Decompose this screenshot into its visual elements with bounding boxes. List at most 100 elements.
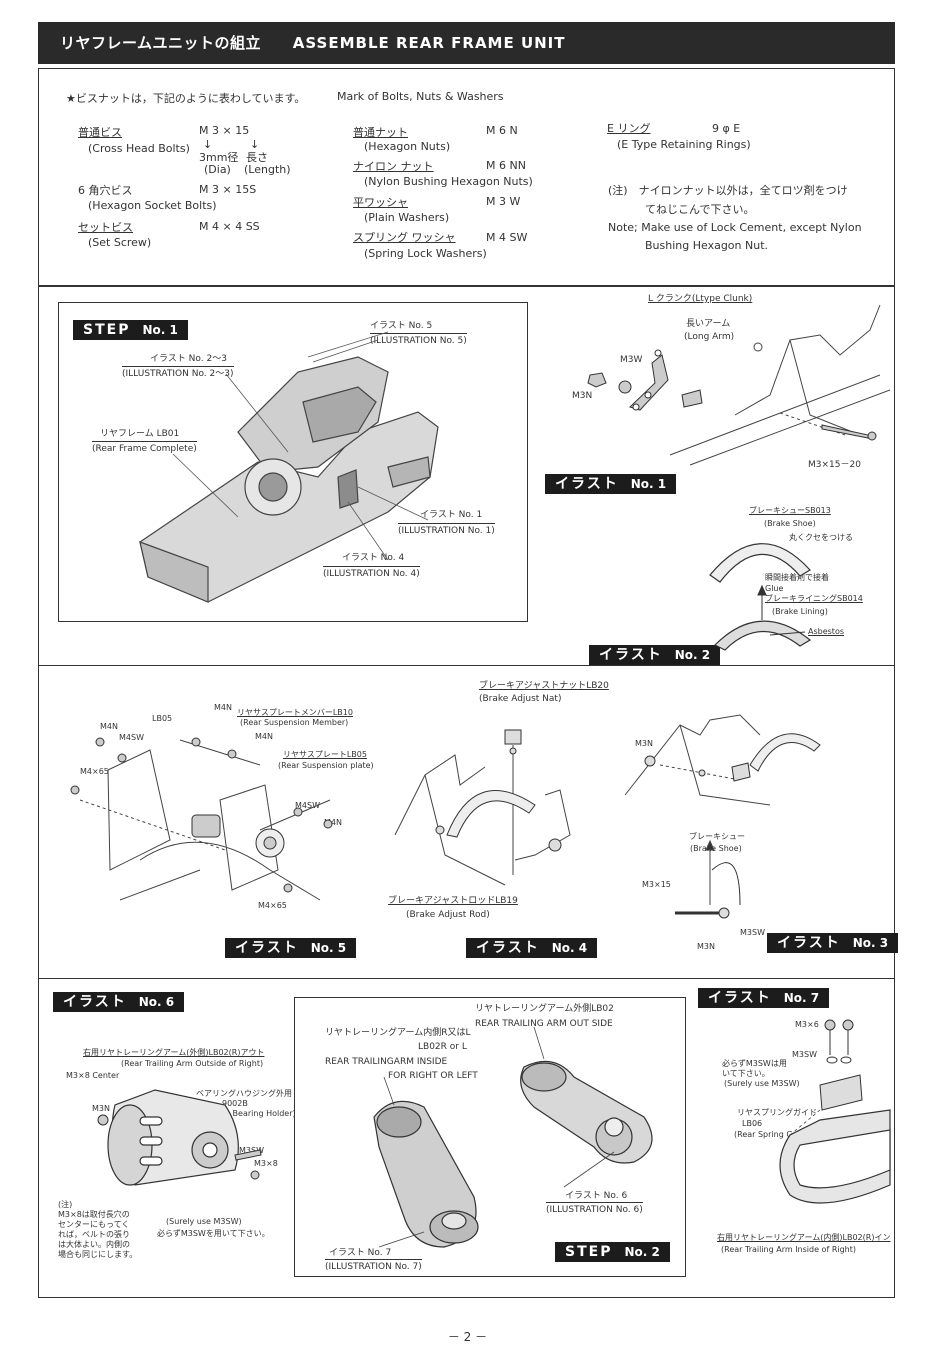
step1-frame-en: (Rear Frame Complete) (92, 441, 197, 455)
legend-note-en-2: Bushing Hexagon Nut. (645, 239, 769, 252)
ill4-rod-en: (Brake Adjust Rod) (406, 910, 490, 920)
legend-set-screw-en: (Set Screw) (88, 236, 152, 249)
l-crank-drawing (587, 304, 891, 466)
ill6-note-3: センターにもってく (58, 1220, 130, 1229)
legend-dia-en: (Dia) (204, 163, 231, 176)
ill5-lb05: LB05 (152, 714, 173, 723)
step1-ill23-en: (ILLUSTRATION No. 2～3) (122, 366, 234, 380)
legend-hex-nut-code: M 6 N (486, 124, 518, 137)
legend-plain-washer-en: (Plain Washers) (364, 211, 450, 224)
ill5-m4n-d: M4N (324, 818, 342, 827)
ill4-nut-en: (Brake Adjust Nat) (479, 694, 562, 704)
legend-note-ja-1: (注) ナイロンナット以外は，全てロツ剤をつけ (608, 184, 848, 197)
legend-hex-socket-en: (Hexagon Socket Bolts) (88, 199, 217, 212)
legend-cross-head-code: M 3 × 15 (199, 124, 250, 137)
divider (38, 665, 895, 666)
ill2-shoe-en: (Brake Shoe) (764, 519, 816, 528)
ill7-surely-ja-1: 必らずM3SWは用 (722, 1059, 787, 1068)
trailing-arm-drawing (373, 1026, 653, 1248)
step1-ill1-ja: イラスト No. 1 (420, 510, 483, 520)
ill2-lining-en: (Brake Lining) (772, 607, 828, 616)
ill6-surely-ja: 必らずM3SWを用いて下さい。 (157, 1229, 270, 1238)
brake-shoe-drawing (709, 543, 812, 651)
ill5-member-ja: リヤサスプレートメンバーLB10 (237, 708, 353, 717)
step1-ill4-en: (ILLUSTRATION No. 4) (323, 566, 420, 580)
ill6-arm-ja: 右用リヤトレーリングアーム(外側)LB02(R)アウト (83, 1048, 265, 1057)
step1-ill4-ja: イラスト No. 4 (342, 553, 405, 563)
outside-arm-drawing (97, 1089, 262, 1186)
ill6-m3sw: M3SW (239, 1146, 264, 1155)
legend-set-screw-ja: セットビス (78, 221, 133, 234)
divider (38, 978, 895, 979)
ill3-m3sw: M3SW (740, 928, 765, 937)
ill3-m3n-a: M3N (635, 739, 653, 748)
ill7-guide-ja: リヤスプリングガイド (737, 1108, 817, 1117)
legend-note-ja-2: てねじこんで下さい。 (645, 203, 755, 216)
step2-out-en: REAR TRAILING ARM OUT SIDE (475, 1019, 613, 1029)
ill5-m4n-a: M4N (100, 722, 118, 731)
title-ja: リヤフレームユニットの組立 (60, 34, 262, 52)
ill5-m4n-b: M4N (214, 703, 232, 712)
legend-set-screw-code: M 4 × 4 SS (199, 220, 260, 233)
ill2-lining-ja: ブレーキライニングSB014 (765, 594, 863, 603)
legend-e-ring-ja: E リング (607, 122, 651, 135)
ill3-m3n-b: M3N (697, 942, 715, 951)
ill6-bearing-code: 9002B (222, 1099, 248, 1108)
step2-in-code: LB02R or L (418, 1042, 467, 1052)
ill2-bend-ja: 丸くクセをつける (789, 533, 853, 542)
ill6-note-2: M3×8は取付長穴の (58, 1210, 130, 1219)
ill6-note-1: (注) (58, 1200, 73, 1209)
main-frame (38, 286, 895, 1298)
legend-spring-washer-en: (Spring Lock Washers) (364, 247, 487, 260)
ill3-shoe-en: (Brake Shoe) (690, 844, 742, 853)
step2-ill7-ja: イラスト No. 7 (329, 1248, 392, 1258)
suspension-plate-drawing (70, 737, 333, 901)
ill5-m4x65-a: M4×65 (80, 767, 109, 776)
step2-out-ja: リヤトレーリングアーム外側LB02 (475, 1004, 614, 1014)
ill7-surely-ja-2: いて下さい。 (722, 1069, 770, 1078)
step1-ill23-ja: イラスト No. 2～3 (150, 354, 227, 364)
step1-box (58, 302, 528, 622)
legend-hex-socket-ja: 6 角穴ビス (78, 184, 133, 197)
ill7-m3sw: M3SW (792, 1050, 817, 1059)
ill5-m4sw-b: M4SW (295, 801, 320, 810)
legend-cross-head-ja: 普通ビス (78, 126, 122, 139)
ill7-guide-en: (Rear Spring Guide) (734, 1130, 813, 1139)
ill5-plate-en: (Rear Suspension plate) (278, 761, 374, 770)
arrow-down-icon: ↓ (203, 138, 213, 151)
step1-ill5-ja: イラスト No. 5 (370, 321, 433, 331)
ill1-m3w: M3W (620, 355, 643, 365)
step2-in-en-1: REAR TRAILINGARM INSIDE (325, 1057, 448, 1067)
brake-shoe-mount-drawing (624, 714, 821, 919)
step2-ill6-en: (ILLUSTRATION No. 6) (546, 1202, 643, 1216)
ill6-arm-en: (Rear Trailing Arm Outside of Right) (121, 1059, 264, 1068)
legend-hex-nut-en: (Hexagon Nuts) (364, 140, 451, 153)
ill2-glue-en: Glue (765, 584, 784, 593)
ill2-shoe-ja: ブレーキシューSB013 (749, 506, 831, 515)
ill1-m3n: M3N (572, 391, 593, 401)
legend-spring-washer-code: M 4 SW (486, 231, 528, 244)
legend-spring-washer-ja: スプリング ワッシャ (353, 231, 456, 244)
ill4-rod-ja: ブレーキアジャストロッドLB19 (388, 896, 518, 906)
legend-len-ja: 長さ (246, 151, 268, 164)
ill6-m3n: M3N (92, 1104, 110, 1113)
legend-nylon-nut-code: M 6 NN (486, 159, 526, 172)
ill7-arm-en: (Rear Trailing Arm Inside of Right) (721, 1245, 856, 1254)
legend-plain-washer-ja: 平ワッシャ (353, 196, 408, 209)
ill7-surely-en: (Surely use M3SW) (724, 1079, 800, 1088)
ill6-bearing-en: (Outside Bearing Holder) (196, 1109, 296, 1118)
step1-ill1-en: (ILLUSTRATION No. 1) (398, 523, 495, 537)
legend-nylon-nut-en: (Nylon Bushing Hexagon Nuts) (364, 175, 533, 188)
brake-adjust-drawing (394, 729, 571, 886)
page-header: リヤフレームユニットの組立 ASSEMBLE REAR FRAME UNIT (38, 22, 895, 64)
ill6-note-5: は大体よい。内側の (58, 1240, 130, 1249)
legend-e-ring-en: (E Type Retaining Rings) (617, 138, 751, 151)
ill5-m4n-c: M4N (255, 732, 273, 741)
